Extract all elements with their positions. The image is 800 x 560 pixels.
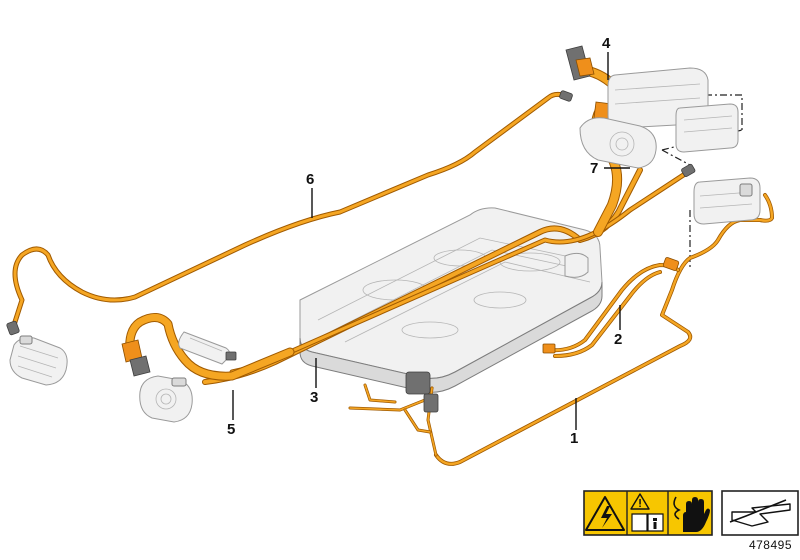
svg-text:6: 6 [306, 171, 314, 188]
svg-text:2: 2 [614, 331, 622, 348]
svg-text:4: 4 [602, 35, 611, 52]
hv-battery-pack [299, 207, 603, 393]
callout-2: 2 [614, 305, 622, 348]
hv-branch-harness [348, 371, 439, 457]
caution-triangle-icon [630, 493, 650, 510]
charging-unit [675, 103, 739, 153]
callout-6: 6 [306, 171, 314, 218]
hv-cable-6 [6, 90, 573, 336]
svg-text:5: 5 [227, 421, 235, 438]
reference-number: 478495 [748, 538, 792, 552]
electric-ac-compressor [9, 335, 68, 386]
callout-4: 4 [602, 35, 611, 80]
hv-cable-1 [434, 193, 774, 466]
protective-glove-icon [673, 496, 710, 532]
callout-7: 7 [590, 160, 630, 177]
callout-1: 1 [570, 398, 578, 447]
electric-machine-left [139, 375, 193, 423]
read-manual-icon [631, 513, 664, 532]
warning-label [583, 490, 713, 536]
svg-text:1: 1 [570, 430, 578, 447]
electric-motor-right [579, 117, 657, 169]
svg-text:7: 7 [590, 160, 598, 177]
hv-cable-5 [121, 313, 295, 381]
hv-cable-2 [542, 257, 680, 358]
callout-5: 5 [227, 390, 235, 438]
dc-dc-converter [693, 177, 761, 225]
hv-fuse-box [178, 331, 237, 365]
folded-page-arrow-icon [721, 490, 799, 536]
callout-3: 3 [310, 358, 318, 406]
svg-text:3: 3 [310, 389, 318, 406]
high-voltage-warning-icon [585, 496, 625, 531]
